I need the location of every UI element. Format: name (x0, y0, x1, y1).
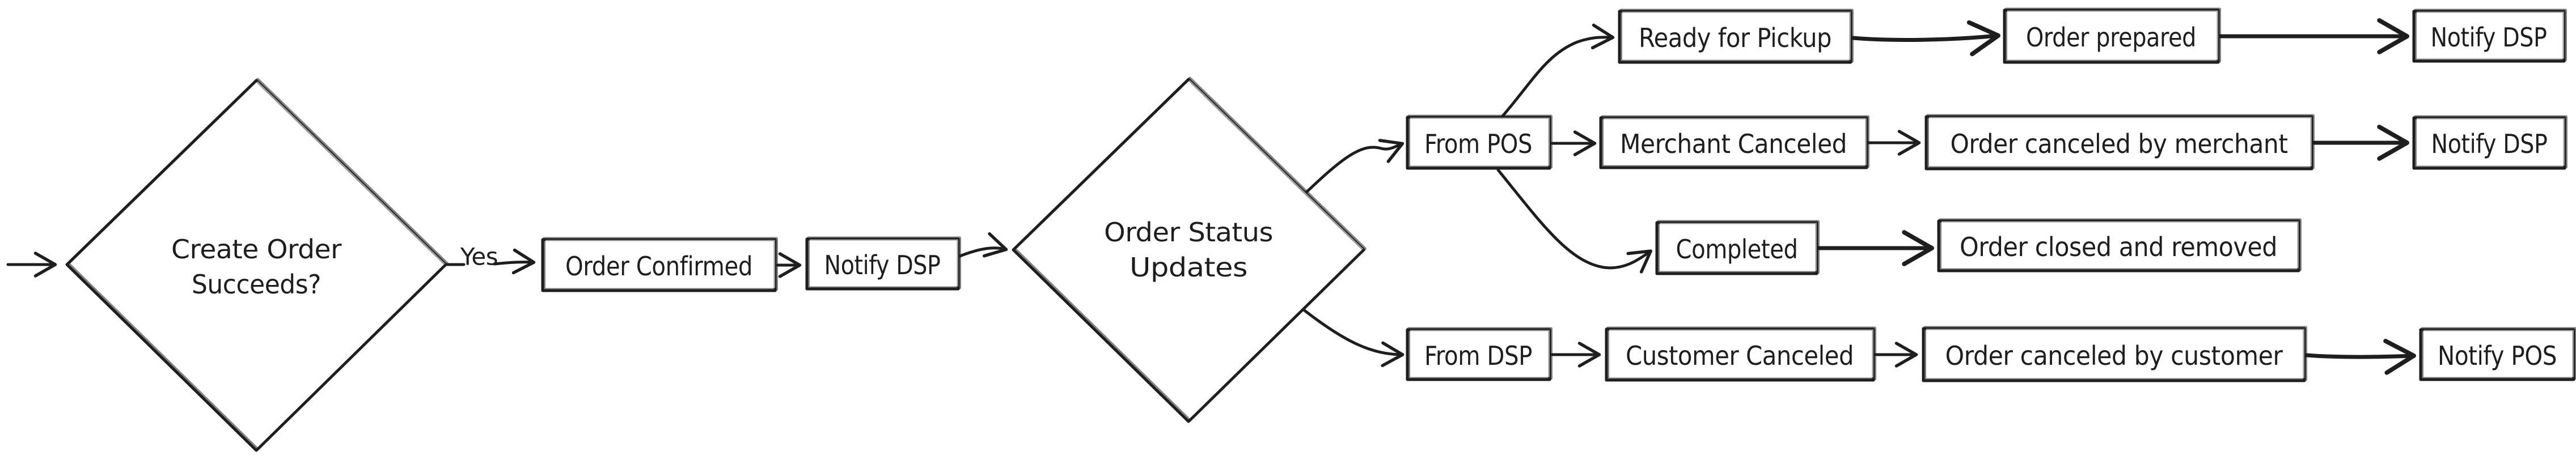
arrow-order-canceled-by-customer-to-notify-pos (2304, 339, 2416, 375)
edges (6, 18, 2416, 375)
arrow-from-pos-to-ready-for-pickup (1500, 23, 1615, 119)
decision-create-order-succeeds: Create Order Succeeds? (65, 79, 447, 452)
process-order-canceled-by-customer: Order canceled by customer (1922, 327, 2306, 382)
arrow-ready-for-pickup-to-order-prepared (1851, 20, 2000, 57)
process-ready-for-pickup-label: Ready for Pickup (1639, 23, 1831, 53)
process-order-canceled-by-merchant: Order canceled by merchant (1924, 116, 2313, 171)
decision-create-order-label-line1: Create Order (171, 234, 342, 265)
process-from-dsp-label: From DSP (1424, 340, 1532, 371)
process-from-pos: From POS (1406, 116, 1551, 170)
process-notify-pos: Notify POS (2419, 329, 2575, 381)
decision-order-status-label-line1: Order Status (1104, 217, 1273, 248)
process-notify-dsp-1: Notify DSP (805, 238, 960, 291)
edge-label-yes: Yes (460, 243, 498, 271)
arrow-notify-dsp-to-order-status (958, 232, 1008, 258)
process-order-canceled-by-customer-label: Order canceled by customer (1945, 340, 2283, 371)
process-notify-dsp-top-label: Notify DSP (2431, 22, 2547, 53)
process-merchant-canceled: Merchant Canceled (1599, 117, 1868, 169)
process-from-dsp: From DSP (1406, 329, 1551, 381)
process-order-canceled-by-merchant-label: Order canceled by merchant (1951, 129, 2288, 159)
decision-create-order-label-line2: Succeeds? (192, 269, 321, 300)
process-customer-canceled-label: Customer Canceled (1626, 340, 1854, 371)
process-order-closed-and-removed: Order closed and removed (1937, 220, 2300, 272)
process-notify-dsp-mid: Notify DSP (2412, 117, 2566, 170)
process-from-pos-label: From POS (1424, 129, 1532, 159)
process-ready-for-pickup: Ready for Pickup (1618, 10, 1852, 64)
decision-order-status-updates: Order Status Updates (1012, 78, 1365, 423)
process-notify-dsp-top: Notify DSP (2412, 10, 2566, 63)
process-order-prepared-label: Order prepared (2026, 22, 2196, 53)
process-order-confirmed: Order Confirmed (541, 238, 777, 292)
decision-order-status-label-line2: Updates (1130, 252, 1247, 283)
process-completed-label: Completed (1676, 234, 1798, 265)
arrow-from-pos-to-completed (1496, 168, 1652, 274)
process-notify-dsp-1-label: Notify DSP (824, 250, 941, 280)
process-customer-canceled: Customer Canceled (1605, 328, 1875, 382)
arrow-order-status-to-from-dsp (1301, 308, 1405, 368)
process-order-closed-and-removed-label: Order closed and removed (1960, 232, 2277, 262)
process-notify-dsp-mid-label: Notify DSP (2431, 129, 2548, 159)
process-order-confirmed-label: Order Confirmed (565, 251, 752, 282)
process-notify-pos-label: Notify POS (2438, 340, 2557, 371)
arrow-order-status-to-from-pos (1302, 139, 1405, 196)
process-completed: Completed (1655, 222, 1818, 275)
process-merchant-canceled-label: Merchant Canceled (1620, 129, 1847, 159)
process-order-prepared: Order prepared (2003, 9, 2220, 64)
arrow-yes-to-order-confirmed (493, 248, 536, 275)
